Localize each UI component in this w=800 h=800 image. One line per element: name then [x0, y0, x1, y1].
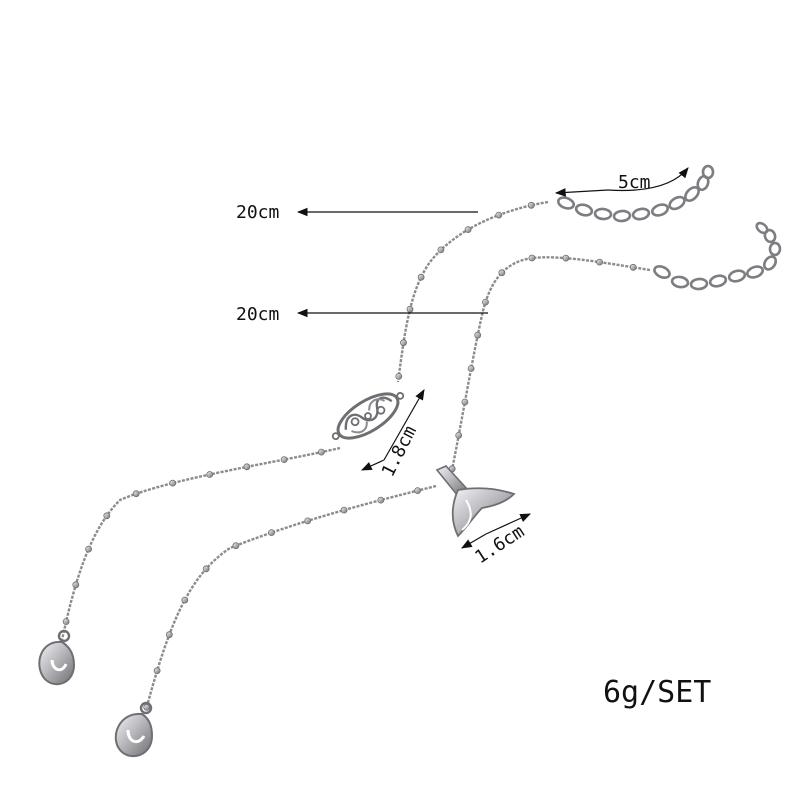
chain-bead	[395, 372, 403, 380]
extender-chain-2	[653, 221, 782, 291]
label-chain-length-top: 20cm	[236, 202, 279, 223]
chain-bead	[103, 512, 111, 520]
chain-bead	[62, 618, 70, 625]
chain-bead	[377, 496, 385, 504]
chain-bead	[562, 254, 570, 262]
chain-bead	[304, 517, 312, 525]
weight-label: 6g/SET	[603, 675, 711, 710]
chain-1-lower	[60, 446, 341, 641]
chain-bead	[400, 339, 407, 347]
chain-bead	[243, 463, 251, 471]
chain-bead	[202, 565, 210, 573]
chain-bead	[232, 542, 240, 550]
chain-bead	[498, 269, 506, 277]
chain-2-beads	[143, 254, 637, 711]
chain-bead	[414, 487, 422, 495]
chain-bead	[153, 667, 161, 675]
anklet-1	[38, 164, 715, 686]
chain-2-upper	[450, 256, 651, 471]
chain-bead	[132, 490, 140, 498]
chain-bead	[629, 263, 637, 271]
chain-bead	[165, 631, 173, 639]
chain-bead	[143, 703, 151, 711]
chain-bead	[317, 448, 325, 456]
chain-bead	[527, 201, 535, 209]
chain-bead	[340, 506, 348, 514]
chain-bead	[280, 456, 288, 464]
chain-bead	[437, 246, 445, 254]
chain-bead	[268, 529, 275, 536]
chain-bead	[464, 226, 472, 234]
filigree-charm	[331, 391, 405, 441]
chain-bead	[169, 479, 177, 487]
lobster-clasp-2	[114, 701, 154, 758]
lobster-clasp-1	[38, 629, 76, 686]
chain-bead	[406, 305, 414, 313]
chain-1-beads	[62, 201, 535, 625]
chain-1-upper	[396, 200, 549, 383]
chain-bead	[482, 298, 489, 306]
chain-bead	[474, 331, 482, 339]
label-chain-length-bottom: 20cm	[236, 304, 279, 325]
chain-bead	[461, 398, 469, 406]
anklet-2	[114, 221, 782, 758]
measurement-arrows	[296, 167, 689, 549]
chain-bead	[181, 596, 189, 604]
label-extender-length: 5cm	[618, 172, 651, 193]
label-filigree-size: 1.8cm	[378, 422, 421, 480]
chain-bead	[467, 365, 475, 372]
chain-bead	[528, 254, 536, 262]
whale-tail-charm	[435, 465, 516, 538]
chain-bead	[417, 273, 425, 281]
chain-bead	[72, 581, 80, 589]
chain-bead	[596, 258, 603, 266]
chain-bead	[495, 211, 503, 219]
chain-bead	[206, 471, 214, 478]
chain-bead	[455, 431, 463, 439]
chain-2-lower	[144, 484, 437, 711]
chain-bead	[85, 545, 92, 553]
extender-chain-1	[556, 164, 715, 223]
